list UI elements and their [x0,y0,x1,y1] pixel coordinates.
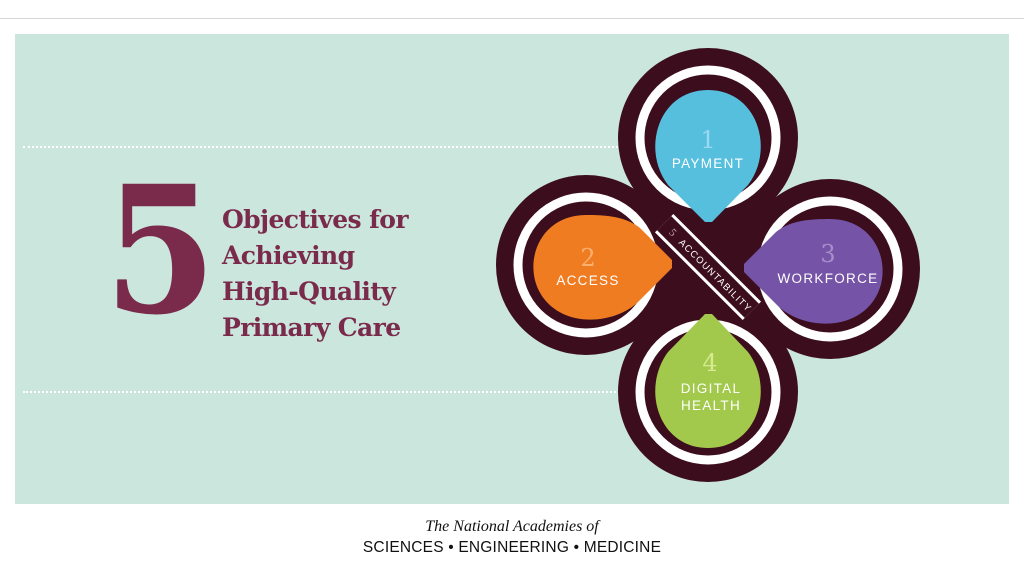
petal-payment [655,90,761,222]
headline-line-1: Objectives for [222,205,408,234]
big-number-five: 5 [104,147,217,354]
headline-title: Objectives for Achieving High-Quality Pr… [222,202,408,346]
dotted-line-bottom [23,391,635,393]
petal-digital-health [655,314,761,448]
objective-4-label-line-2: HEALTH [681,398,741,413]
footer-organization-line: The National Academies of [425,518,599,535]
objective-2-label: ACCESS [556,273,619,288]
objective-1-number: 1 [700,126,715,154]
dotted-line-top [23,146,618,148]
objective-1-label: PAYMENT [672,156,744,171]
objective-4-number: 4 [702,349,717,377]
top-rule [0,18,1024,19]
objective-3-number: 3 [820,240,835,268]
petal-workforce [744,219,883,324]
headline-line-2: Achieving [222,241,355,270]
objective-3-label: WORKFORCE [778,271,879,286]
petal-access [533,215,672,320]
headline-line-3: High-Quality [222,277,396,306]
headline-line-4: Primary Care [222,313,401,342]
objective-4-label-line-1: DIGITAL [681,381,742,396]
objective-2-number: 2 [580,244,595,272]
footer-disciplines-line: SCIENCES • ENGINEERING • MEDICINE [362,539,662,556]
